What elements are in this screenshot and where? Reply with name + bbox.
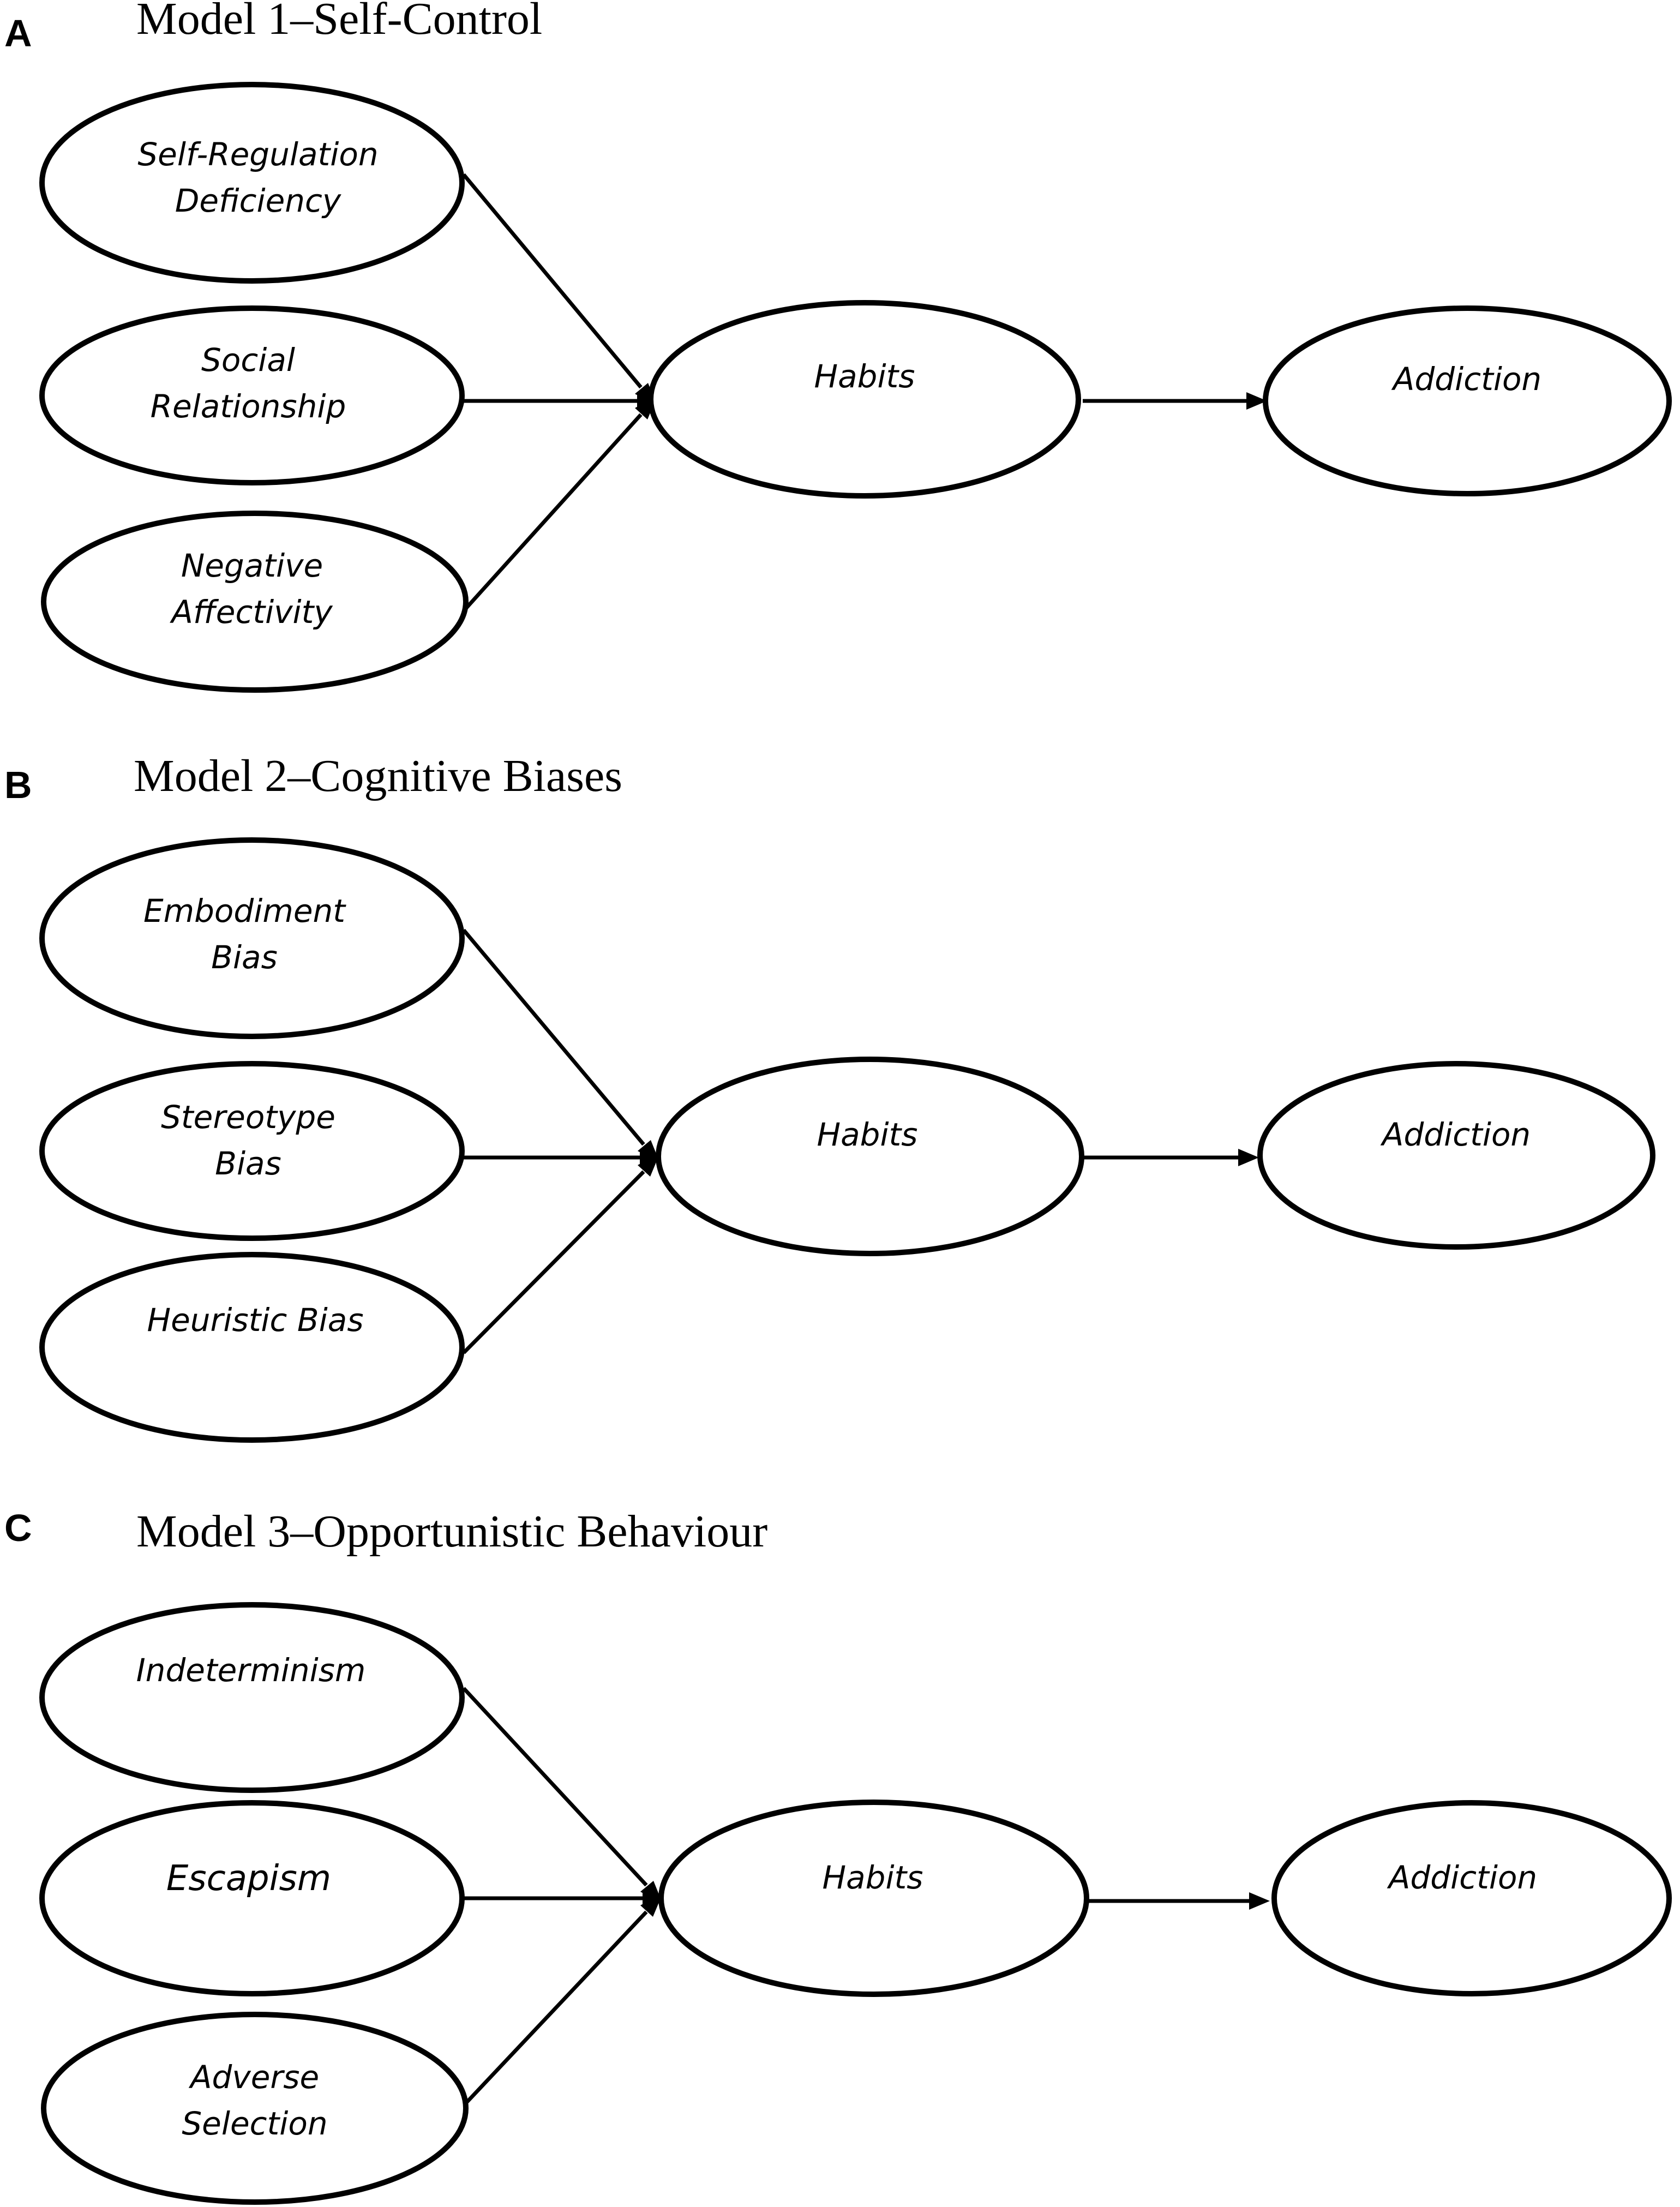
panel-a-input-1-line-2: Deficiency [175, 182, 341, 219]
panel-b-title: Model 2–Cognitive Biases [134, 751, 622, 801]
panel-b-arrowhead-input3 [638, 1153, 660, 1177]
panel-a-habits-label: Habits [814, 358, 915, 395]
panel-c-node-input-1 [39, 1602, 465, 1793]
panel-b-input-2-line-1: Stereotype [161, 1099, 335, 1136]
panel-a-letter: A [4, 12, 32, 55]
panel-c-addiction-label: Addiction [1387, 1859, 1537, 1896]
panel-b-addiction-label: Addiction [1380, 1116, 1531, 1153]
panel-b-input-1-line-1: Embodiment [143, 892, 346, 929]
panel-c-title: Model 3–Opportunistic Behaviour [136, 1506, 767, 1557]
panel-c-edge-input3-to-habits [462, 1910, 648, 2107]
panel-c-node-habits [658, 1800, 1089, 1997]
panel-b-edge-input3-to-habits [462, 1170, 645, 1354]
panel-a-node-addiction [1263, 305, 1672, 496]
panel-c: C Model 3–Opportunistic Behaviour Indete… [4, 1506, 1672, 2205]
panel-a-addiction-label: Addiction [1391, 361, 1541, 398]
panel-c-input-2-line-1: Escapism [166, 1858, 331, 1899]
panel-b-node-input-3 [39, 1252, 465, 1443]
panel-a-node-habits [648, 300, 1081, 499]
panel-b-input-3-line-1: Heuristic Bias [147, 1302, 363, 1339]
panel-b-input-1-line-2: Bias [211, 939, 278, 976]
panel-c-node-input-2 [39, 1800, 465, 1996]
panel-a-input-3-line-2: Affectivity [169, 593, 333, 631]
panel-a-input-3-line-1: Negative [181, 547, 323, 584]
panel-c-arrowhead-input3 [640, 1893, 663, 1917]
panel-b-input-2-line-2: Bias [215, 1145, 281, 1182]
panel-a-arrowhead-addiction [1246, 392, 1267, 410]
panel-c-input-3-line-1: Adverse [188, 2059, 319, 2096]
panel-a-title: Model 1–Self-Control [136, 0, 542, 44]
panel-c-input-1-line-1: Indeterminism [136, 1652, 366, 1689]
panel-b-habits-label: Habits [817, 1116, 917, 1153]
panel-a-input-2-line-1: Social [201, 341, 295, 379]
panel-b: B Model 2–Cognitive Biases Embodiment Bi… [4, 751, 1655, 1443]
panel-a-input-2-line-2: Relationship [151, 388, 346, 425]
panel-b-node-input-1 [39, 837, 465, 1039]
panel-c-node-input-3 [41, 2012, 469, 2205]
panel-b-edge-input1-to-habits [462, 928, 645, 1146]
panel-c-arrowhead-addiction [1249, 1892, 1270, 1910]
panel-a-input-1-line-1: Self-Regulation [137, 136, 378, 173]
panel-c-edge-input1-to-habits [462, 1687, 648, 1887]
panel-a-node-input-1 [39, 82, 465, 284]
panel-c-node-addiction [1271, 1800, 1672, 1996]
panel-b-arrowhead-addiction [1238, 1149, 1259, 1166]
panel-a-edge-input1-to-habits [462, 173, 643, 389]
panel-c-habits-label: Habits [822, 1859, 923, 1896]
panel-a: A Model 1–Self-Control Self-Regulation D… [4, 0, 1672, 693]
panel-b-node-addiction [1257, 1061, 1655, 1250]
panel-b-letter: B [4, 764, 32, 806]
panel-c-letter: C [4, 1507, 32, 1549]
panel-b-node-habits [656, 1057, 1084, 1256]
panel-a-edge-input3-to-habits [462, 413, 643, 613]
panel-a-node-input-3 [41, 511, 469, 693]
panel-b-node-input-2 [39, 1061, 465, 1241]
panel-c-input-3-line-2: Selection [182, 2105, 327, 2142]
panel-a-node-input-2 [39, 305, 465, 485]
